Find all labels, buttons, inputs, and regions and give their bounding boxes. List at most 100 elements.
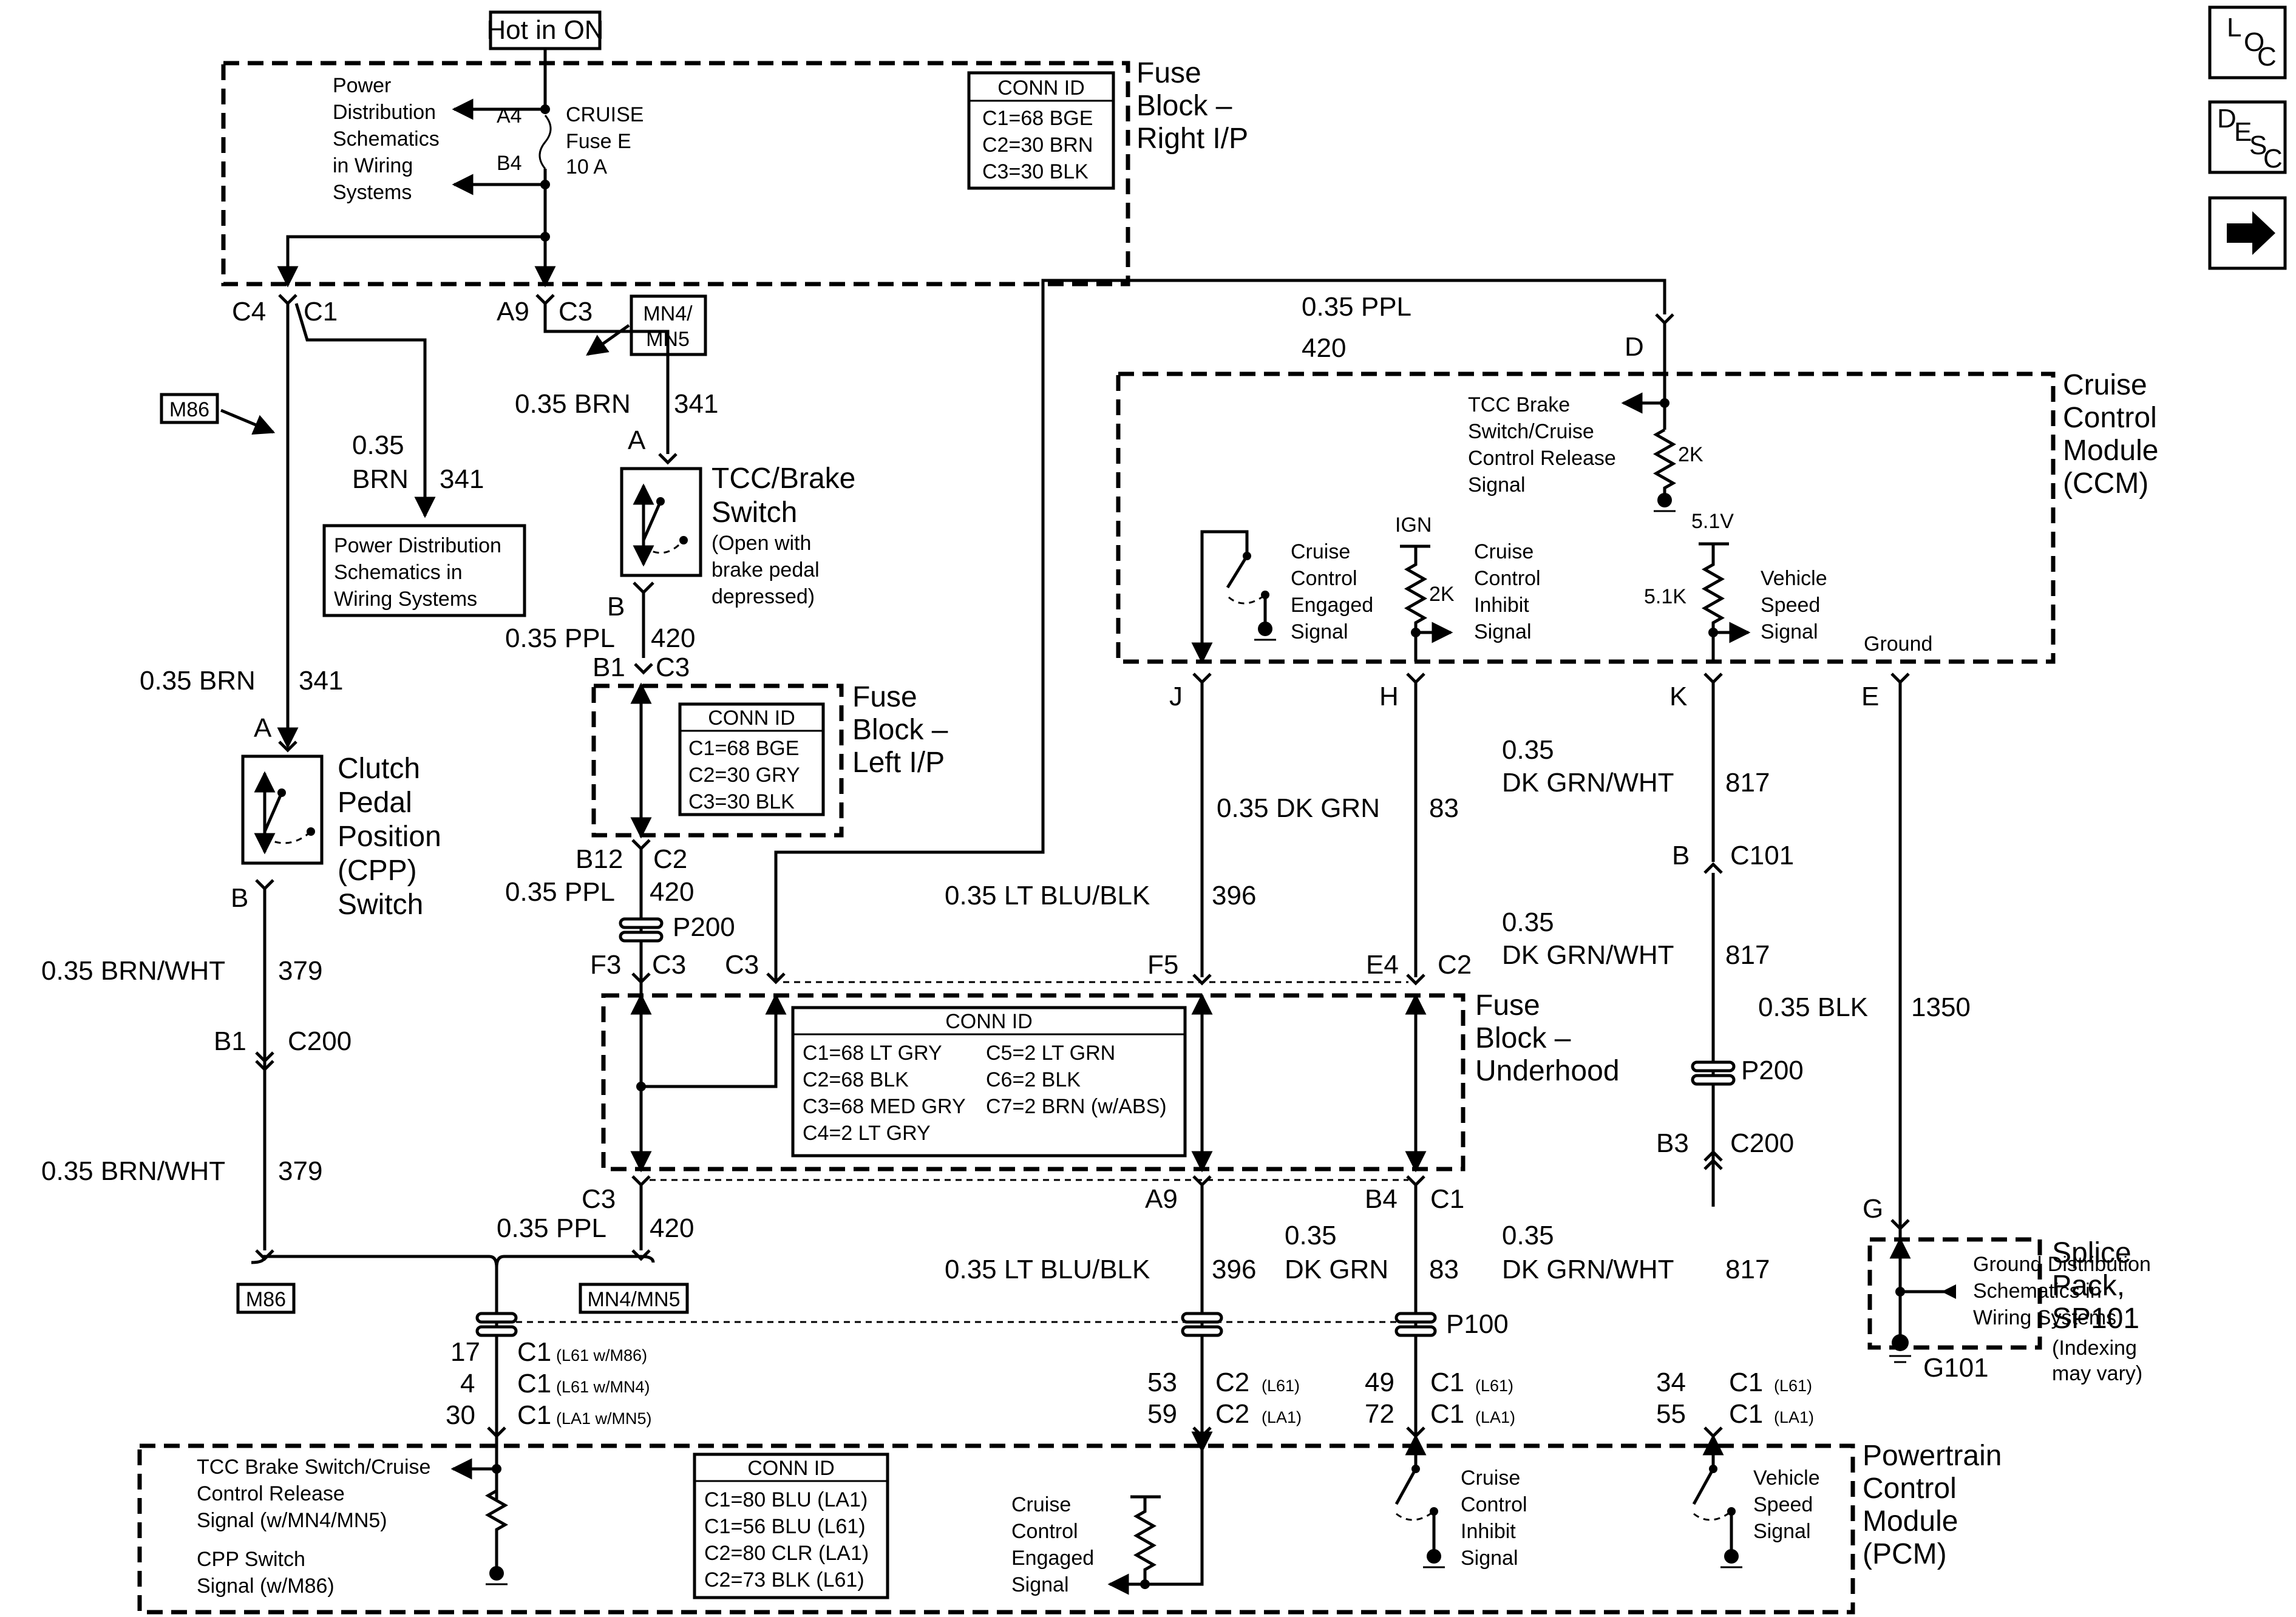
svg-text:C3: C3	[725, 950, 759, 980]
svg-text:Signal: Signal	[1011, 1573, 1069, 1596]
svg-text:1350: 1350	[1911, 992, 1971, 1022]
svg-text:Left I/P: Left I/P	[852, 747, 945, 779]
svg-text:0.35 PPL: 0.35 PPL	[505, 623, 615, 653]
svg-text:B: B	[231, 883, 248, 913]
svg-text:Module: Module	[2063, 435, 2158, 467]
svg-text:5.1K: 5.1K	[1644, 585, 1686, 608]
svg-text:Signal (w/M86): Signal (w/M86)	[197, 1575, 335, 1598]
p200-left-connector: P200	[619, 912, 735, 943]
svg-text:396: 396	[1212, 881, 1256, 910]
svg-text:(LA1): (LA1)	[1475, 1408, 1515, 1426]
svg-text:C2=68 BLK: C2=68 BLK	[803, 1068, 909, 1091]
svg-text:0.35: 0.35	[1502, 1221, 1554, 1250]
svg-text:Cruise: Cruise	[1291, 540, 1350, 563]
svg-text:C3=30 BLK: C3=30 BLK	[688, 790, 795, 813]
svg-text:C1: C1	[517, 1400, 551, 1430]
svg-text:420: 420	[650, 877, 694, 907]
svg-text:A9: A9	[1145, 1184, 1178, 1214]
svg-text:MN4/MN5: MN4/MN5	[587, 1288, 680, 1311]
svg-text:brake pedal: brake pedal	[712, 558, 820, 581]
svg-text:0.35 PPL: 0.35 PPL	[497, 1213, 606, 1243]
svg-text:Signal: Signal	[1753, 1520, 1811, 1543]
svg-text:(LA1): (LA1)	[1774, 1408, 1814, 1426]
svg-text:C5=2 LT GRN: C5=2 LT GRN	[986, 1042, 1115, 1065]
svg-text:0.35 BRN/WHT: 0.35 BRN/WHT	[41, 956, 225, 986]
svg-text:O: O	[2244, 27, 2264, 57]
next-arrow-button[interactable]	[2208, 196, 2287, 270]
svg-text:Block –: Block –	[1475, 1022, 1571, 1054]
svg-text:C3=30 BLK: C3=30 BLK	[982, 160, 1089, 183]
svg-text:C4=2 LT GRY: C4=2 LT GRY	[803, 1122, 931, 1145]
svg-text:D: D	[2217, 104, 2237, 134]
svg-text:TCC/Brake: TCC/Brake	[712, 463, 855, 495]
svg-text:Schematics in: Schematics in	[1973, 1280, 2102, 1303]
svg-text:Control: Control	[2063, 402, 2157, 434]
svg-text:341: 341	[299, 666, 343, 696]
power-distribution-box: Power Distribution Schematics in Wiring …	[322, 524, 526, 617]
svg-text:TCC Brake: TCC Brake	[1468, 393, 1570, 416]
svg-text:may vary): may vary)	[2052, 1362, 2142, 1385]
svg-text:S: S	[2249, 131, 2267, 160]
svg-text:Ground Distribution: Ground Distribution	[1973, 1253, 2151, 1276]
svg-text:0.35 PPL: 0.35 PPL	[1302, 292, 1411, 322]
desc-button[interactable]: D E S C	[2208, 100, 2287, 174]
svg-text:Pedal: Pedal	[338, 787, 412, 819]
fuse-block-left-ip: CONN ID C1=68 BGE C2=30 GRY C3=30 BLK Fu…	[591, 681, 948, 839]
svg-text:0.35 DK GRN: 0.35 DK GRN	[1217, 793, 1380, 823]
svg-text:Control: Control	[1863, 1473, 1957, 1505]
svg-text:Control Release: Control Release	[197, 1482, 345, 1505]
svg-text:Signal: Signal	[1474, 620, 1532, 643]
svg-text:10 A: 10 A	[566, 155, 607, 178]
m86-bottom-tag: M86	[236, 1283, 296, 1314]
svg-text:P200: P200	[673, 912, 735, 942]
svg-text:G: G	[1863, 1194, 1883, 1224]
svg-text:in Wiring: in Wiring	[333, 154, 413, 177]
svg-text:83: 83	[1429, 1255, 1459, 1284]
svg-text:B4: B4	[1365, 1184, 1398, 1214]
loc-button[interactable]: L O C	[2208, 5, 2287, 80]
svg-text:420: 420	[1302, 333, 1346, 363]
svg-text:C1=56 BLU (L61): C1=56 BLU (L61)	[704, 1515, 866, 1538]
svg-text:49: 49	[1365, 1368, 1394, 1397]
svg-text:(L61 w/MN4): (L61 w/MN4)	[556, 1378, 650, 1396]
svg-text:H: H	[1379, 682, 1399, 711]
svg-text:Signal: Signal	[1461, 1547, 1518, 1570]
svg-text:C2=30 GRY: C2=30 GRY	[688, 764, 800, 787]
svg-text:Power: Power	[333, 74, 391, 97]
svg-text:B3: B3	[1656, 1128, 1689, 1158]
svg-text:Control: Control	[1474, 567, 1541, 590]
svg-text:B4: B4	[497, 152, 522, 175]
svg-text:Position: Position	[338, 821, 441, 853]
splice-pack-sp101: Ground Distribution Schematics in Wiring…	[1867, 1229, 2151, 1385]
svg-text:Power Distribution: Power Distribution	[334, 534, 501, 557]
svg-text:C2=30 BRN: C2=30 BRN	[982, 134, 1093, 157]
svg-text:A9: A9	[497, 297, 529, 327]
mn4-mn5-tag: MN4/ MN5	[586, 294, 707, 356]
svg-text:Schematics: Schematics	[333, 127, 440, 151]
svg-text:(Indexing: (Indexing	[2052, 1337, 2137, 1360]
svg-text:2K: 2K	[1678, 443, 1703, 466]
svg-text:C3: C3	[582, 1184, 616, 1214]
svg-text:C1: C1	[1729, 1399, 1763, 1429]
svg-text:C4: C4	[232, 297, 266, 327]
svg-text:IGN: IGN	[1395, 514, 1432, 537]
svg-text:Engaged: Engaged	[1011, 1547, 1094, 1570]
svg-text:17: 17	[450, 1337, 480, 1367]
svg-text:Systems: Systems	[333, 181, 412, 204]
svg-text:Switch/Cruise: Switch/Cruise	[1468, 420, 1594, 443]
svg-text:CONN ID: CONN ID	[747, 1457, 835, 1480]
svg-text:C2=73 BLK (L61): C2=73 BLK (L61)	[704, 1568, 864, 1592]
svg-text:Underhood: Underhood	[1475, 1055, 1620, 1087]
svg-text:Fuse: Fuse	[1475, 989, 1540, 1022]
fuse-block-underhood: CONN ID C1=68 LT GRY C2=68 BLK C3=68 MED…	[601, 989, 1620, 1173]
svg-text:(CPP): (CPP)	[338, 855, 417, 887]
svg-text:D: D	[1625, 332, 1644, 362]
svg-text:C1: C1	[517, 1337, 551, 1367]
svg-text:MN4/: MN4/	[643, 302, 693, 325]
svg-text:C: C	[2263, 144, 2283, 174]
svg-text:C2: C2	[653, 844, 687, 874]
svg-text:Signal: Signal	[1468, 473, 1526, 497]
p100-connector: P100	[475, 1309, 1509, 1339]
svg-text:E4: E4	[1366, 950, 1399, 980]
svg-text:817: 817	[1725, 1255, 1770, 1284]
